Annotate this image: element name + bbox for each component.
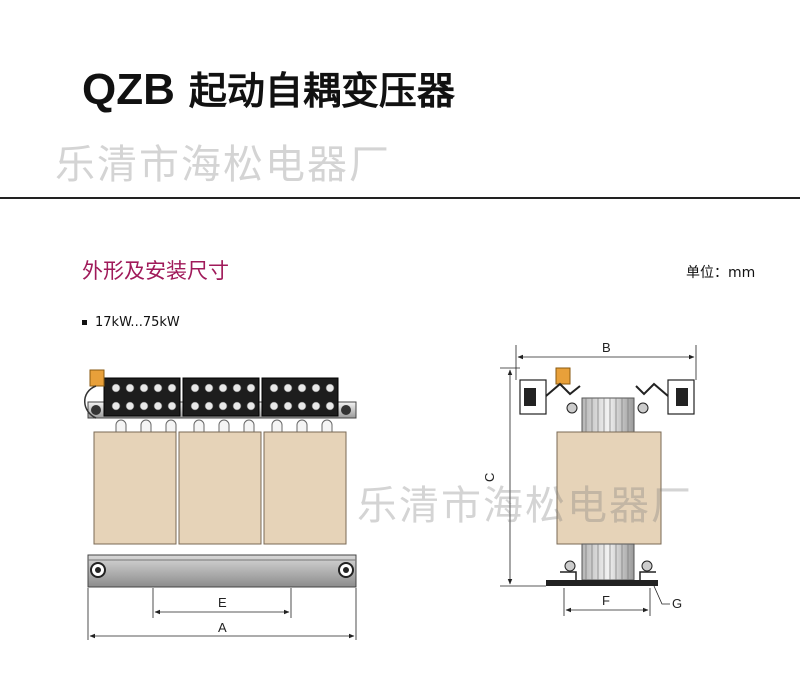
coils: [93, 431, 347, 545]
terminal-blocks: [103, 377, 339, 417]
front-view: E A: [84, 369, 357, 640]
dim-label-f: F: [602, 593, 610, 608]
spec-item: 17kW...75kW: [82, 315, 180, 330]
dim-label-c: C: [482, 473, 497, 482]
title-model: QZB: [82, 65, 175, 114]
unit-label: 单位：mm: [686, 265, 756, 281]
watermark-bottom: 乐清市海松电器厂: [357, 483, 693, 529]
dim-label-a: A: [218, 620, 227, 635]
dim-label-b: B: [602, 340, 611, 355]
dim-label-e: E: [218, 595, 227, 610]
header-divider: [0, 197, 800, 199]
page-title: QZB 起动自耦变压器: [82, 60, 455, 115]
thermal-switch-icon: [555, 367, 571, 385]
side-view: B: [482, 340, 697, 616]
rail-bolt-icon: [91, 405, 101, 415]
base-foot: [546, 580, 658, 586]
section-title: 外形及安装尺寸: [82, 259, 229, 283]
spec-label: 17kW...75kW: [95, 315, 180, 330]
thermal-switch-icon: [89, 369, 105, 387]
title-name: 起动自耦变压器: [188, 69, 455, 113]
dim-label-g: G: [672, 596, 682, 611]
bullet-icon: [82, 320, 87, 325]
rail-bolt-icon: [341, 405, 351, 415]
watermark-top: 乐清市海松电器厂: [55, 142, 391, 188]
